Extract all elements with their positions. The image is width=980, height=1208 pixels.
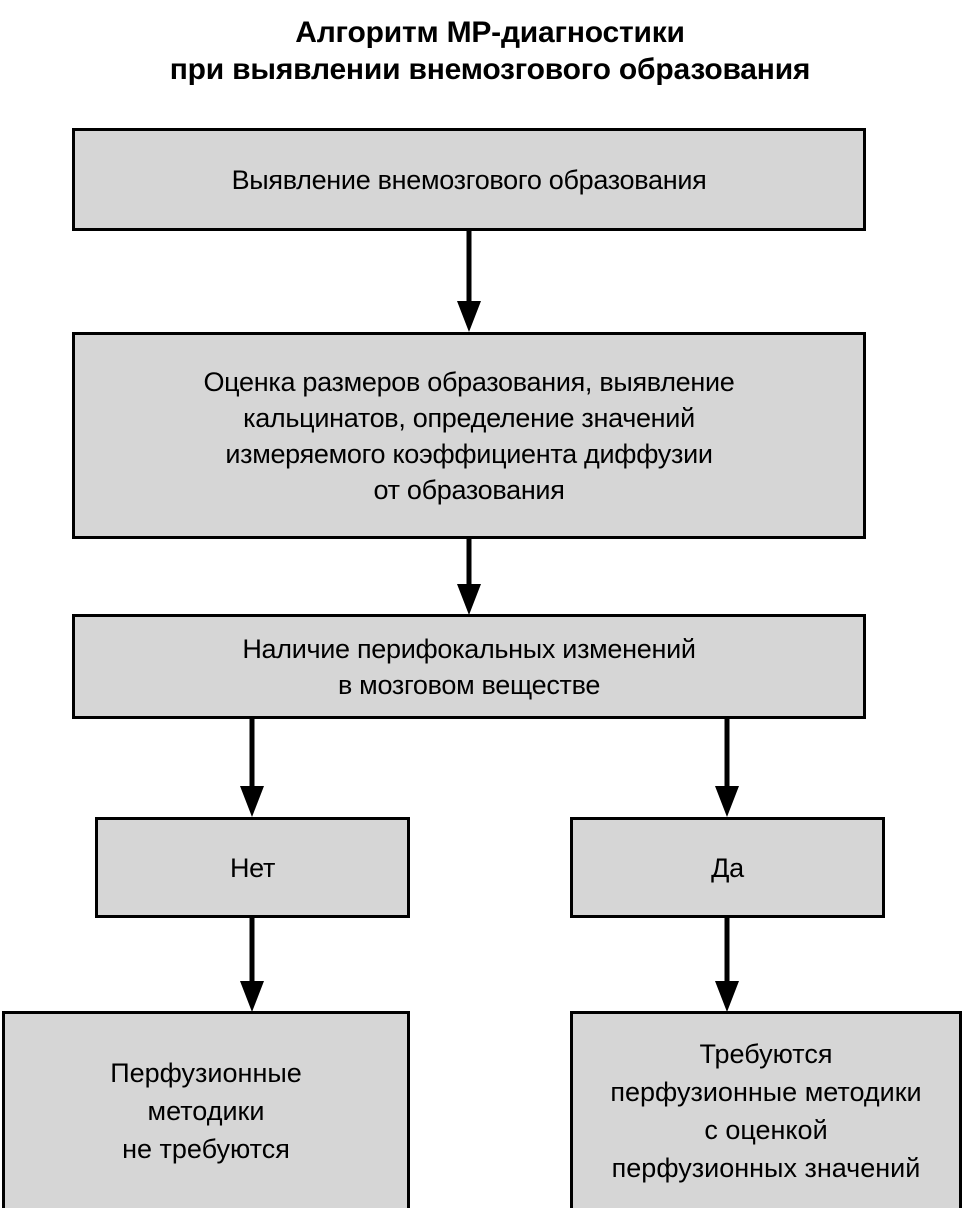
node-yes: Да: [570, 817, 885, 918]
arrow-shaft: [249, 918, 255, 981]
arrow-shaft: [466, 231, 472, 301]
page-title-line-2: при выявлении внемозгового образования: [169, 53, 811, 86]
node-line: Перфузионные: [110, 1058, 302, 1088]
arrow-head: [240, 981, 264, 1012]
node-line: с оценкой: [704, 1115, 828, 1145]
node-line: кальцинатов, определение значений: [243, 402, 695, 433]
node-line: в мозговом веществе: [337, 669, 601, 700]
arrow-n1-to-n2: [457, 231, 481, 332]
node-line: Оценка размеров образования, выявление: [203, 366, 735, 397]
arrow-shaft: [466, 539, 472, 584]
node-line: не требуются: [122, 1134, 290, 1164]
node-line: перфузионные методики: [610, 1077, 922, 1107]
arrow-head: [715, 981, 739, 1012]
node-line: от образования: [373, 474, 565, 505]
arrow-n3-to-yes: [715, 719, 739, 817]
node-line: Требуются: [699, 1039, 833, 1069]
node-no: Нет: [95, 817, 410, 918]
page-title: Алгоритм МР-диагностики при выявлении вн…: [0, 14, 980, 88]
node-detection-of-extracerebral-mass: Выявление внемозгового образования: [72, 128, 866, 231]
node-line: методики: [147, 1096, 265, 1126]
arrow-head: [457, 584, 481, 615]
node-presence-of-perifocal-changes: Наличие перифокальных изменений в мозгов…: [72, 614, 866, 719]
arrow-n3-to-no: [240, 719, 264, 817]
arrow-shaft: [724, 719, 730, 786]
arrow-head: [715, 786, 739, 817]
page-title-line-1: Алгоритм МР-диагностики: [295, 16, 685, 49]
node-perfusion-not-required: Перфузионные методики не требуются: [2, 1011, 410, 1208]
arrow-shaft: [249, 719, 255, 786]
arrow-head: [240, 786, 264, 817]
arrow-n2-to-n3: [457, 539, 481, 615]
node-line: перфузионных значений: [611, 1153, 921, 1183]
node-line: Наличие перифокальных изменений: [242, 633, 696, 664]
node-line: Да: [711, 852, 744, 883]
arrow-head: [457, 301, 481, 332]
node-perfusion-required-with-values: Требуются перфузионные методики с оценко…: [570, 1011, 962, 1208]
node-line: Выявление внемозгового образования: [231, 164, 707, 195]
node-line: измеряемого коэффициента диффузии: [225, 438, 713, 469]
node-line: Нет: [229, 852, 276, 883]
arrow-no-to-no-perfusion: [240, 918, 264, 1012]
arrow-yes-to-perfusion-required: [715, 918, 739, 1012]
arrow-shaft: [724, 918, 730, 981]
node-assessment-of-size-calcinates-adc: Оценка размеров образования, выявление к…: [72, 332, 866, 539]
